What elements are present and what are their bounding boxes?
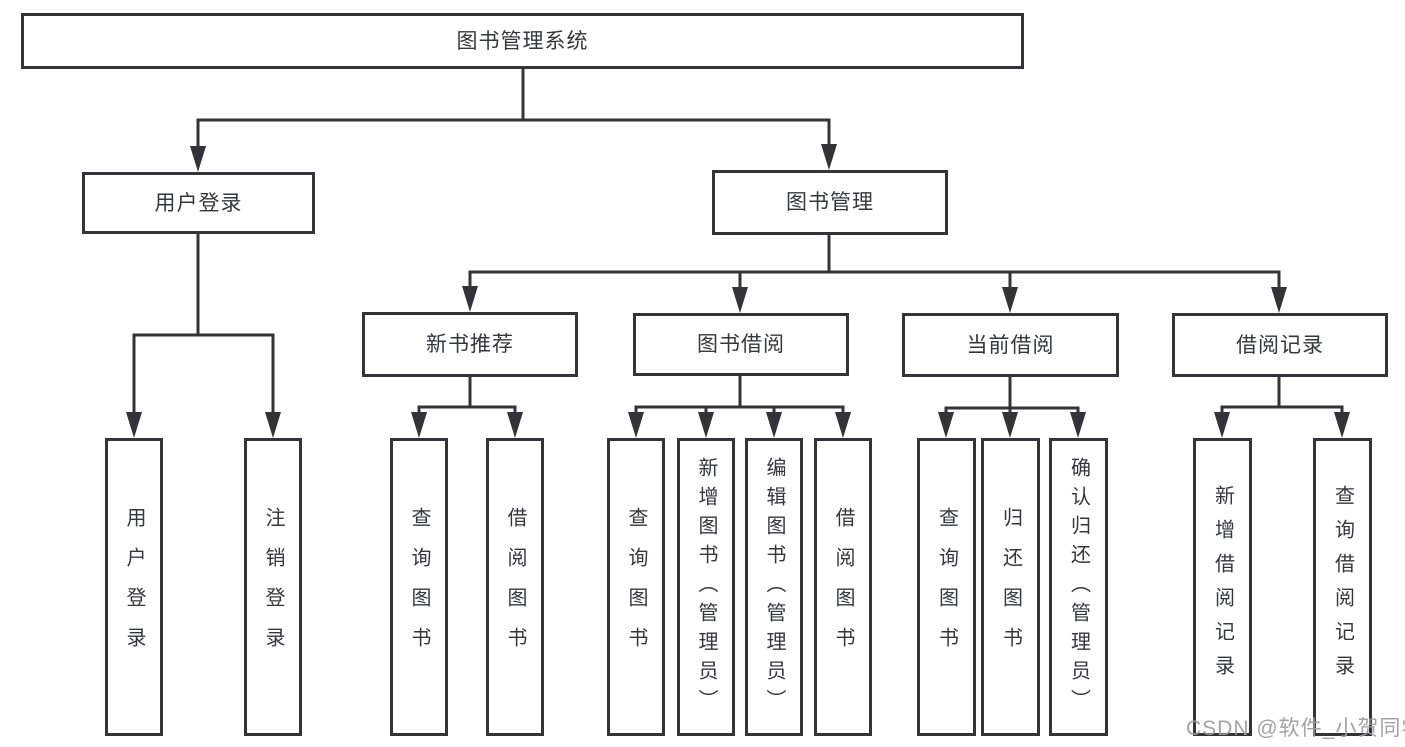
leaf-query-book-borrowing: 查询图书 [607, 438, 665, 736]
node-user-login: 用户登录 [82, 172, 315, 234]
node-book-management: 图书管理 [712, 170, 948, 235]
node-borrowing-records: 借阅记录 [1172, 313, 1388, 377]
leaf-user-login: 用户登录 [105, 438, 163, 736]
leaf-edit-book-admin: 编辑图书（管理员） [745, 438, 803, 736]
leaf-query-book-current: 查询图书 [917, 438, 976, 736]
leaf-borrow-book: 借阅图书 [814, 438, 872, 736]
leaf-add-borrow-record: 新增借阅记录 [1193, 438, 1252, 736]
csdn-watermark: CSDN @软件_小贺同学 [1186, 717, 1405, 740]
node-new-book-recommend: 新书推荐 [362, 312, 578, 377]
leaf-confirm-return-admin: 确认归还（管理员） [1049, 438, 1108, 736]
leaf-logout: 注销登录 [244, 438, 302, 736]
arrowheads [126, 144, 1350, 438]
node-book-borrowing: 图书借阅 [633, 313, 849, 376]
leaf-query-book-recommend: 查询图书 [390, 438, 448, 736]
leaf-add-book-admin: 新增图书（管理员） [677, 438, 735, 736]
leaf-borrow-book-recommend: 借阅图书 [486, 438, 544, 736]
leaf-query-borrow-record: 查询借阅记录 [1313, 438, 1372, 736]
node-current-borrowing: 当前借阅 [902, 313, 1119, 377]
leaf-return-book: 归还图书 [981, 438, 1040, 736]
node-library-management-system: 图书管理系统 [21, 13, 1024, 69]
